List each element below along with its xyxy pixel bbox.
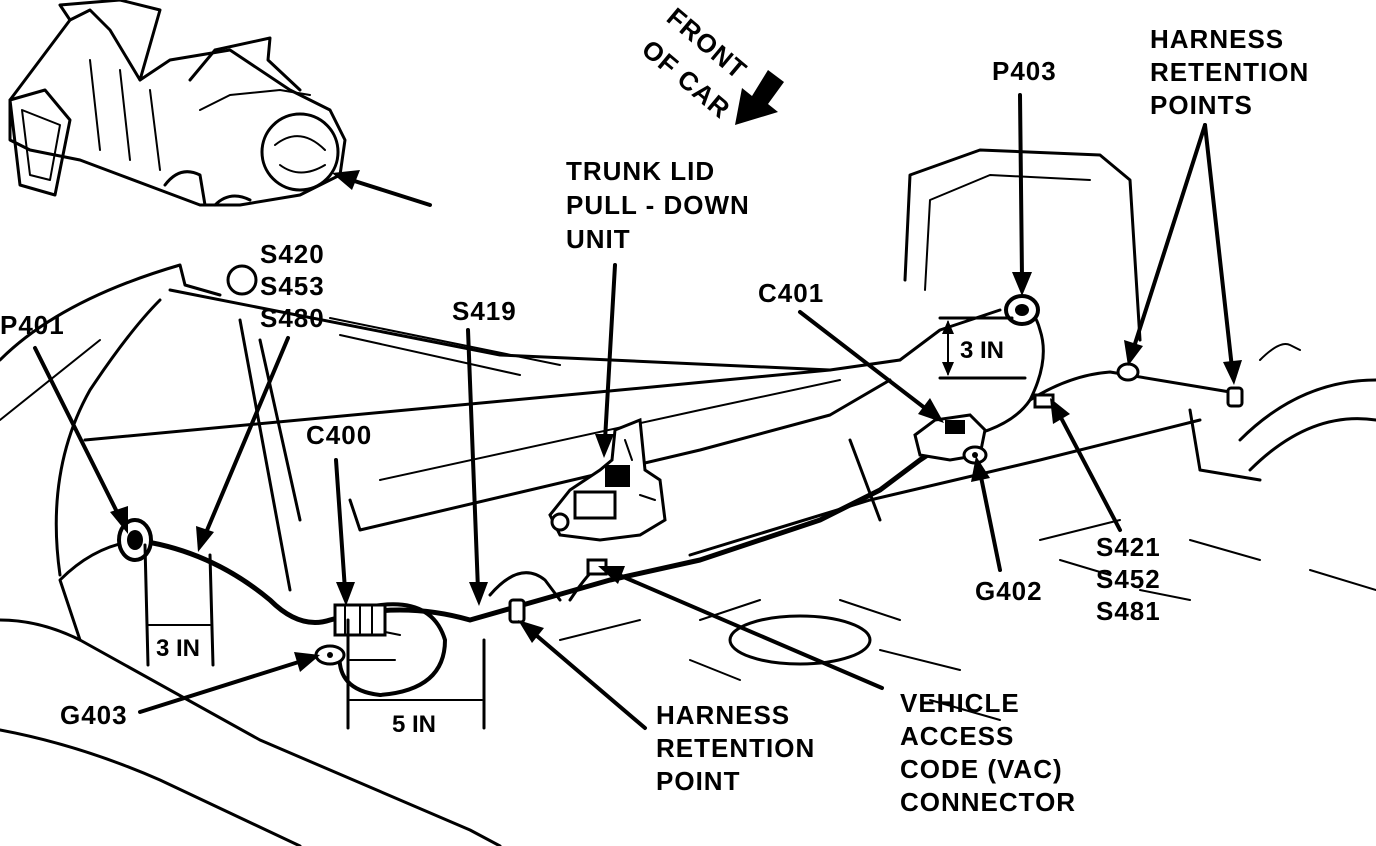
label-harness-point-line-2: RETENTION [656, 733, 815, 763]
label-vac-line-4: CONNECTOR [900, 787, 1076, 817]
label-s419: S419 [452, 296, 517, 326]
harness-retention-point-floor [508, 598, 526, 624]
label-p401: P401 [0, 310, 65, 340]
harness-retention-point-right-2 [1226, 386, 1244, 408]
label-harness-point-line-3: POINT [656, 766, 740, 796]
label-g403: G403 [60, 700, 128, 730]
g402-ground [962, 445, 988, 465]
label-vac-line-1: VEHICLE [900, 688, 1020, 718]
label-harness-points-line-2: RETENTION [1150, 57, 1309, 87]
label-s453: S453 [260, 271, 325, 301]
p403-grommet [1004, 294, 1040, 326]
leader-arrows [33, 93, 1242, 730]
dim-3in-left: 3 IN [156, 635, 200, 662]
label-s480: S480 [260, 303, 325, 333]
label-s481: S481 [1096, 596, 1161, 626]
label-s420: S420 [260, 239, 325, 269]
label-s452: S452 [1096, 564, 1161, 594]
components [117, 294, 1244, 666]
label-trunk-lid-line-2: PULL - DOWN [566, 190, 750, 220]
label-trunk-lid-line-3: UNIT [566, 224, 631, 254]
label-g402: G402 [975, 576, 1043, 606]
label-vac-line-3: CODE (VAC) [900, 754, 1063, 784]
label-c401: C401 [758, 278, 824, 308]
label-harness-points-line-3: POINTS [1150, 90, 1253, 120]
label-harness-point-line-1: HARNESS [656, 700, 790, 730]
dim-3in-right: 3 IN [960, 337, 1004, 364]
label-p403: P403 [992, 56, 1057, 86]
label-harness-points-line-1: HARNESS [1150, 24, 1284, 54]
s421-splice [1033, 393, 1055, 409]
label-vac-line-2: ACCESS [900, 721, 1014, 751]
dimension-markers: 3 IN 5 IN 3 IN [143, 316, 1027, 738]
callout-labels: P401 S420 S453 S480 S419 TRUNK LID PULL … [0, 24, 1309, 817]
car-inset-illustration [8, 0, 432, 207]
harness-retention-point-right-1 [1116, 362, 1140, 382]
label-s421: S421 [1096, 532, 1161, 562]
c400-connector [333, 603, 387, 637]
trunk-lid-pull-down-unit [548, 417, 667, 542]
s420-loop-mark [226, 264, 258, 296]
label-c400: C400 [306, 420, 372, 450]
g403-ground [314, 644, 346, 666]
front-direction-arrow [735, 70, 784, 125]
dim-5in: 5 IN [392, 711, 436, 738]
front-of-car-indicator: FRONT OF CAR [636, 2, 784, 125]
label-trunk-lid-line-1: TRUNK LID [566, 156, 715, 186]
